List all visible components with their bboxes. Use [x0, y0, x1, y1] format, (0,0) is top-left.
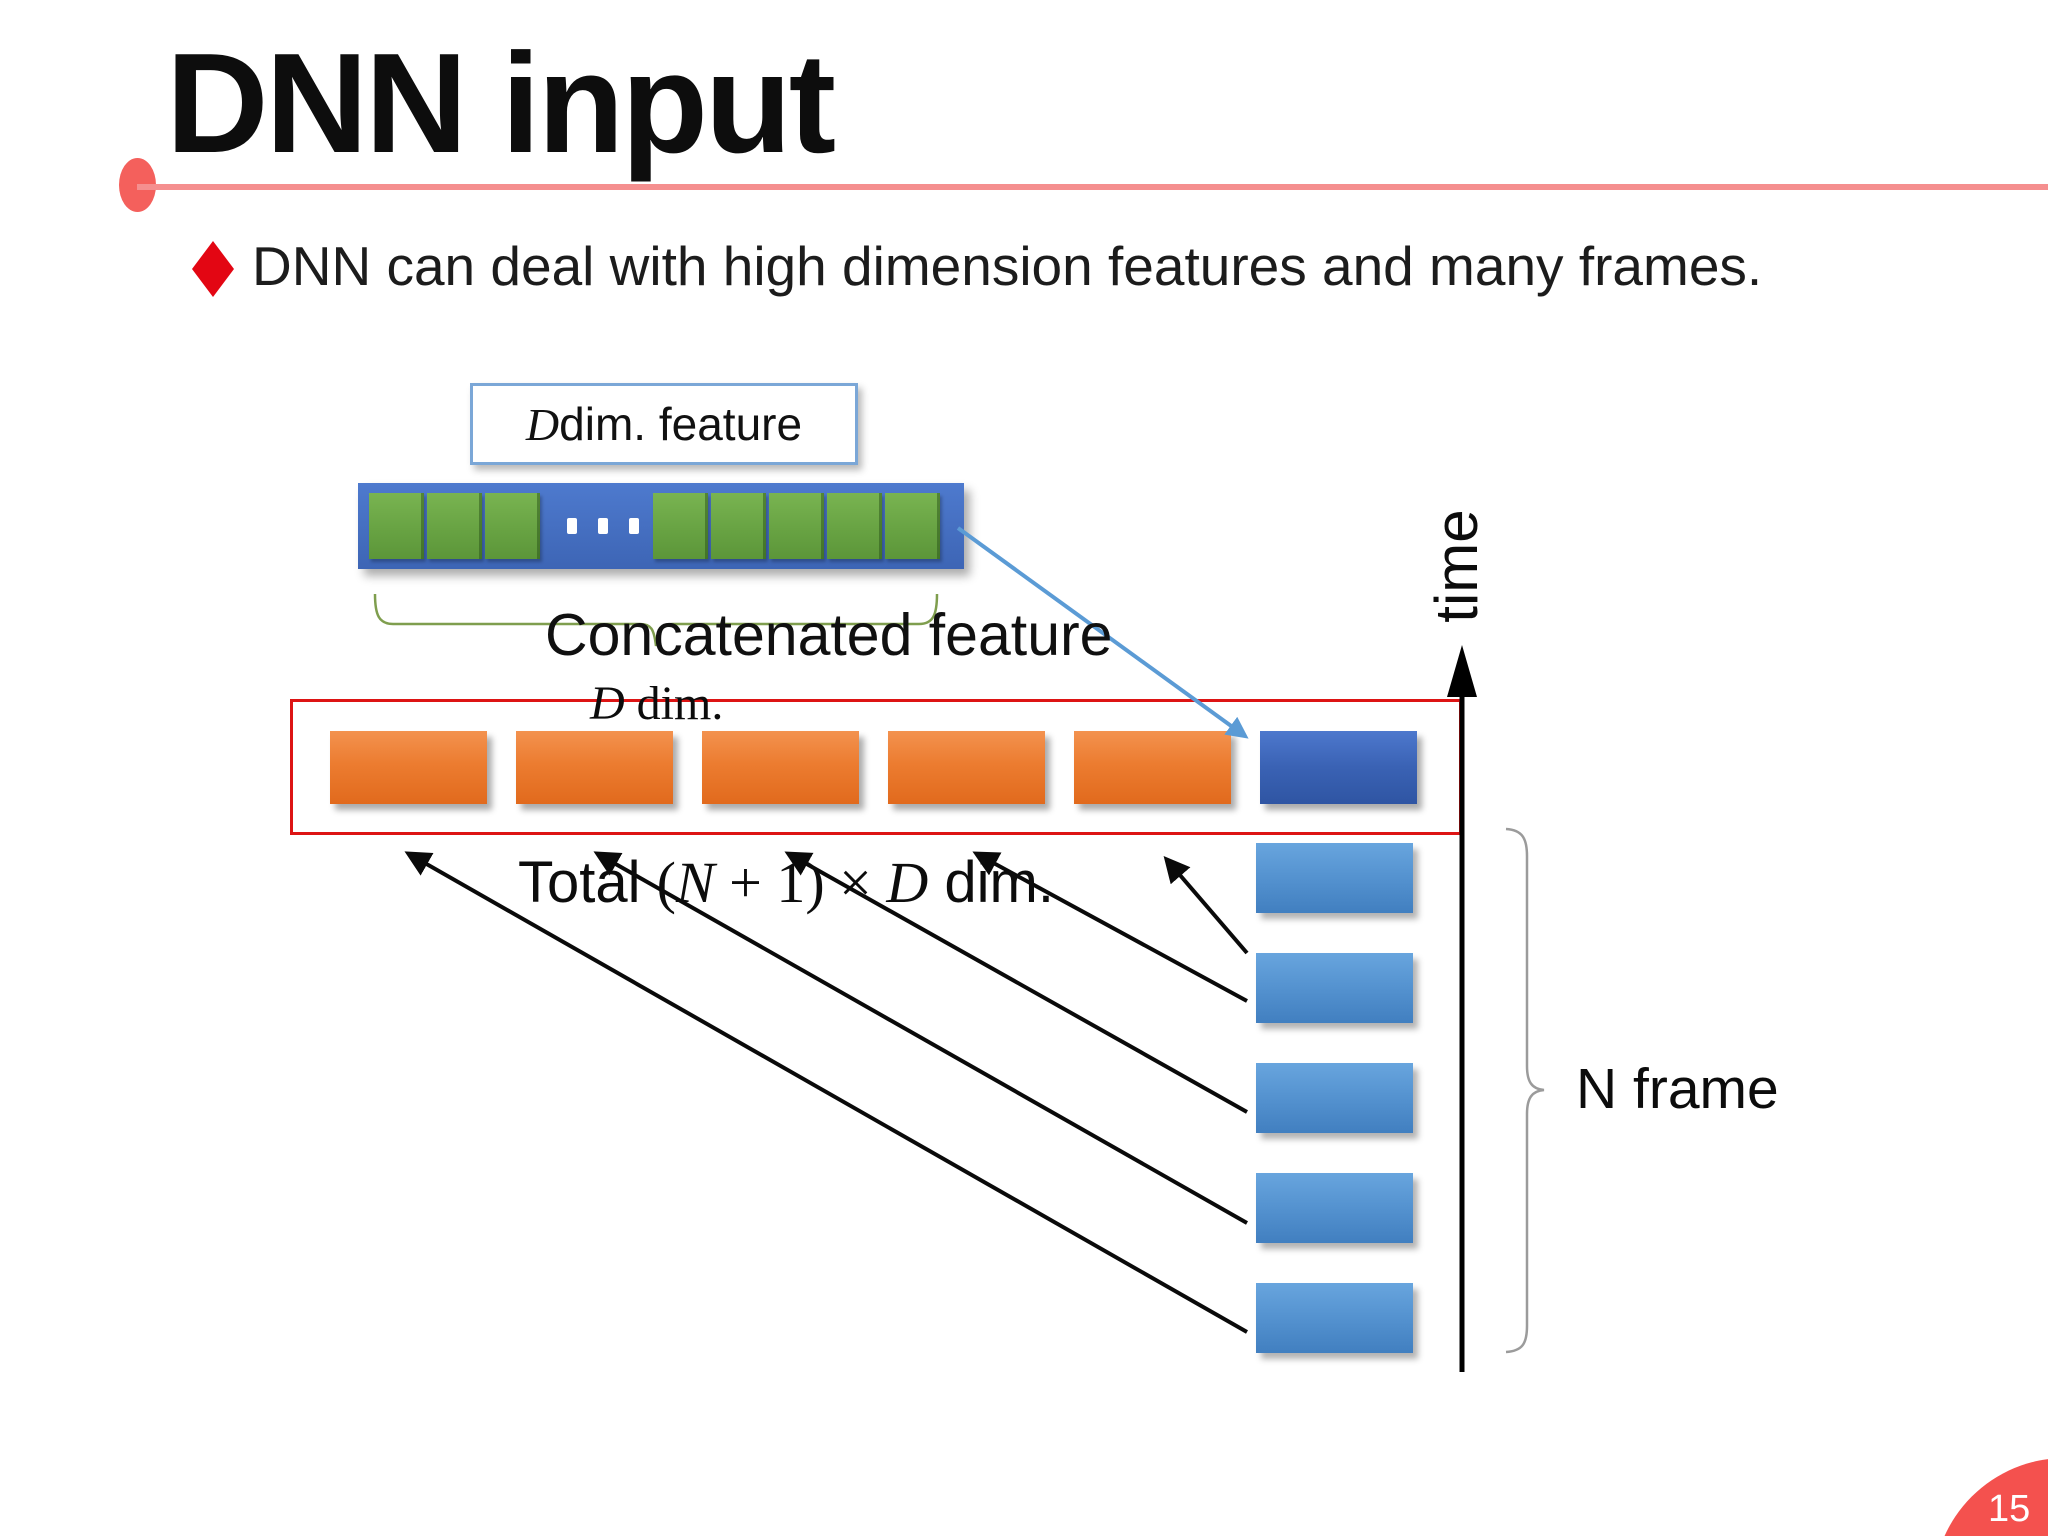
page-number-badge: 15: [1933, 1458, 2048, 1536]
frame-column: [1256, 843, 1413, 1353]
concatenated-feature-bar: [358, 483, 964, 569]
frame-arrow-5: [1163, 856, 1249, 955]
concatenated-feature-label: Concatenated feature: [545, 602, 1113, 668]
total-t1: Total: [518, 850, 657, 915]
frame-arrow-1: [404, 851, 1248, 1334]
n-frame-label: N frame: [1576, 1057, 1779, 1121]
feature-cell-green: [485, 493, 540, 559]
bullet-diamond-icon: [192, 241, 234, 297]
green-cell-group-left: [369, 493, 540, 559]
context-feature-cell-orange: [1074, 731, 1231, 804]
context-feature-cell-orange: [330, 731, 487, 804]
feature-cell-green: [885, 493, 940, 559]
feature-cell-green: [827, 493, 882, 559]
ellipsis-dot: [598, 518, 608, 534]
d-dim-feature-label: D dim. feature: [470, 383, 858, 465]
context-frame: [1256, 1173, 1413, 1243]
input-vector-row: [330, 731, 1417, 804]
ellipsis-dot: [567, 518, 577, 534]
total-dim-label: Total (N + 1) × D dim.: [518, 849, 1054, 916]
orange-cell-group: [330, 731, 1231, 804]
page-number: 15: [1988, 1488, 2031, 1530]
context-feature-cell-orange: [516, 731, 673, 804]
d-dim-feature-label-d: D: [525, 398, 560, 450]
feature-cell-green: [427, 493, 482, 559]
feature-cell-green: [769, 493, 824, 559]
d-dim-label-d: D: [590, 677, 625, 730]
total-p1: (: [656, 850, 676, 915]
context-feature-cell-orange: [888, 731, 1045, 804]
d-dim-label-rest: dim.: [624, 677, 724, 730]
context-feature-cell-orange: [702, 731, 859, 804]
d-dim-label: D dim.: [590, 676, 723, 731]
time-axis-label: time: [1422, 509, 1490, 623]
feature-cell-green: [369, 493, 424, 559]
feature-cell-green: [711, 493, 766, 559]
n-frame-brace: [1505, 827, 1545, 1354]
accent-underline: [137, 184, 2048, 190]
context-frame: [1256, 1283, 1413, 1353]
time-axis-arrowhead-icon: [1447, 645, 1477, 697]
total-t2: + 1) ×: [714, 850, 887, 915]
ellipsis-dots: [556, 483, 650, 569]
page-title: DNN input: [166, 24, 836, 183]
current-frame-cell-blue: [1260, 731, 1417, 804]
bullet-text: DNN can deal with high dimension feature…: [252, 235, 1763, 297]
context-frame: [1256, 843, 1413, 913]
total-d: D: [886, 850, 929, 915]
input-vector-highlight-box: [290, 699, 1462, 835]
ellipsis-dot: [629, 518, 639, 534]
total-t3: dim.: [928, 850, 1054, 915]
feature-cell-green: [653, 493, 708, 559]
context-frame: [1256, 953, 1413, 1023]
d-dim-feature-label-rest: dim. feature: [559, 398, 803, 450]
green-cell-group-right: [653, 493, 940, 559]
total-n: N: [675, 850, 715, 915]
context-frame: [1256, 1063, 1413, 1133]
